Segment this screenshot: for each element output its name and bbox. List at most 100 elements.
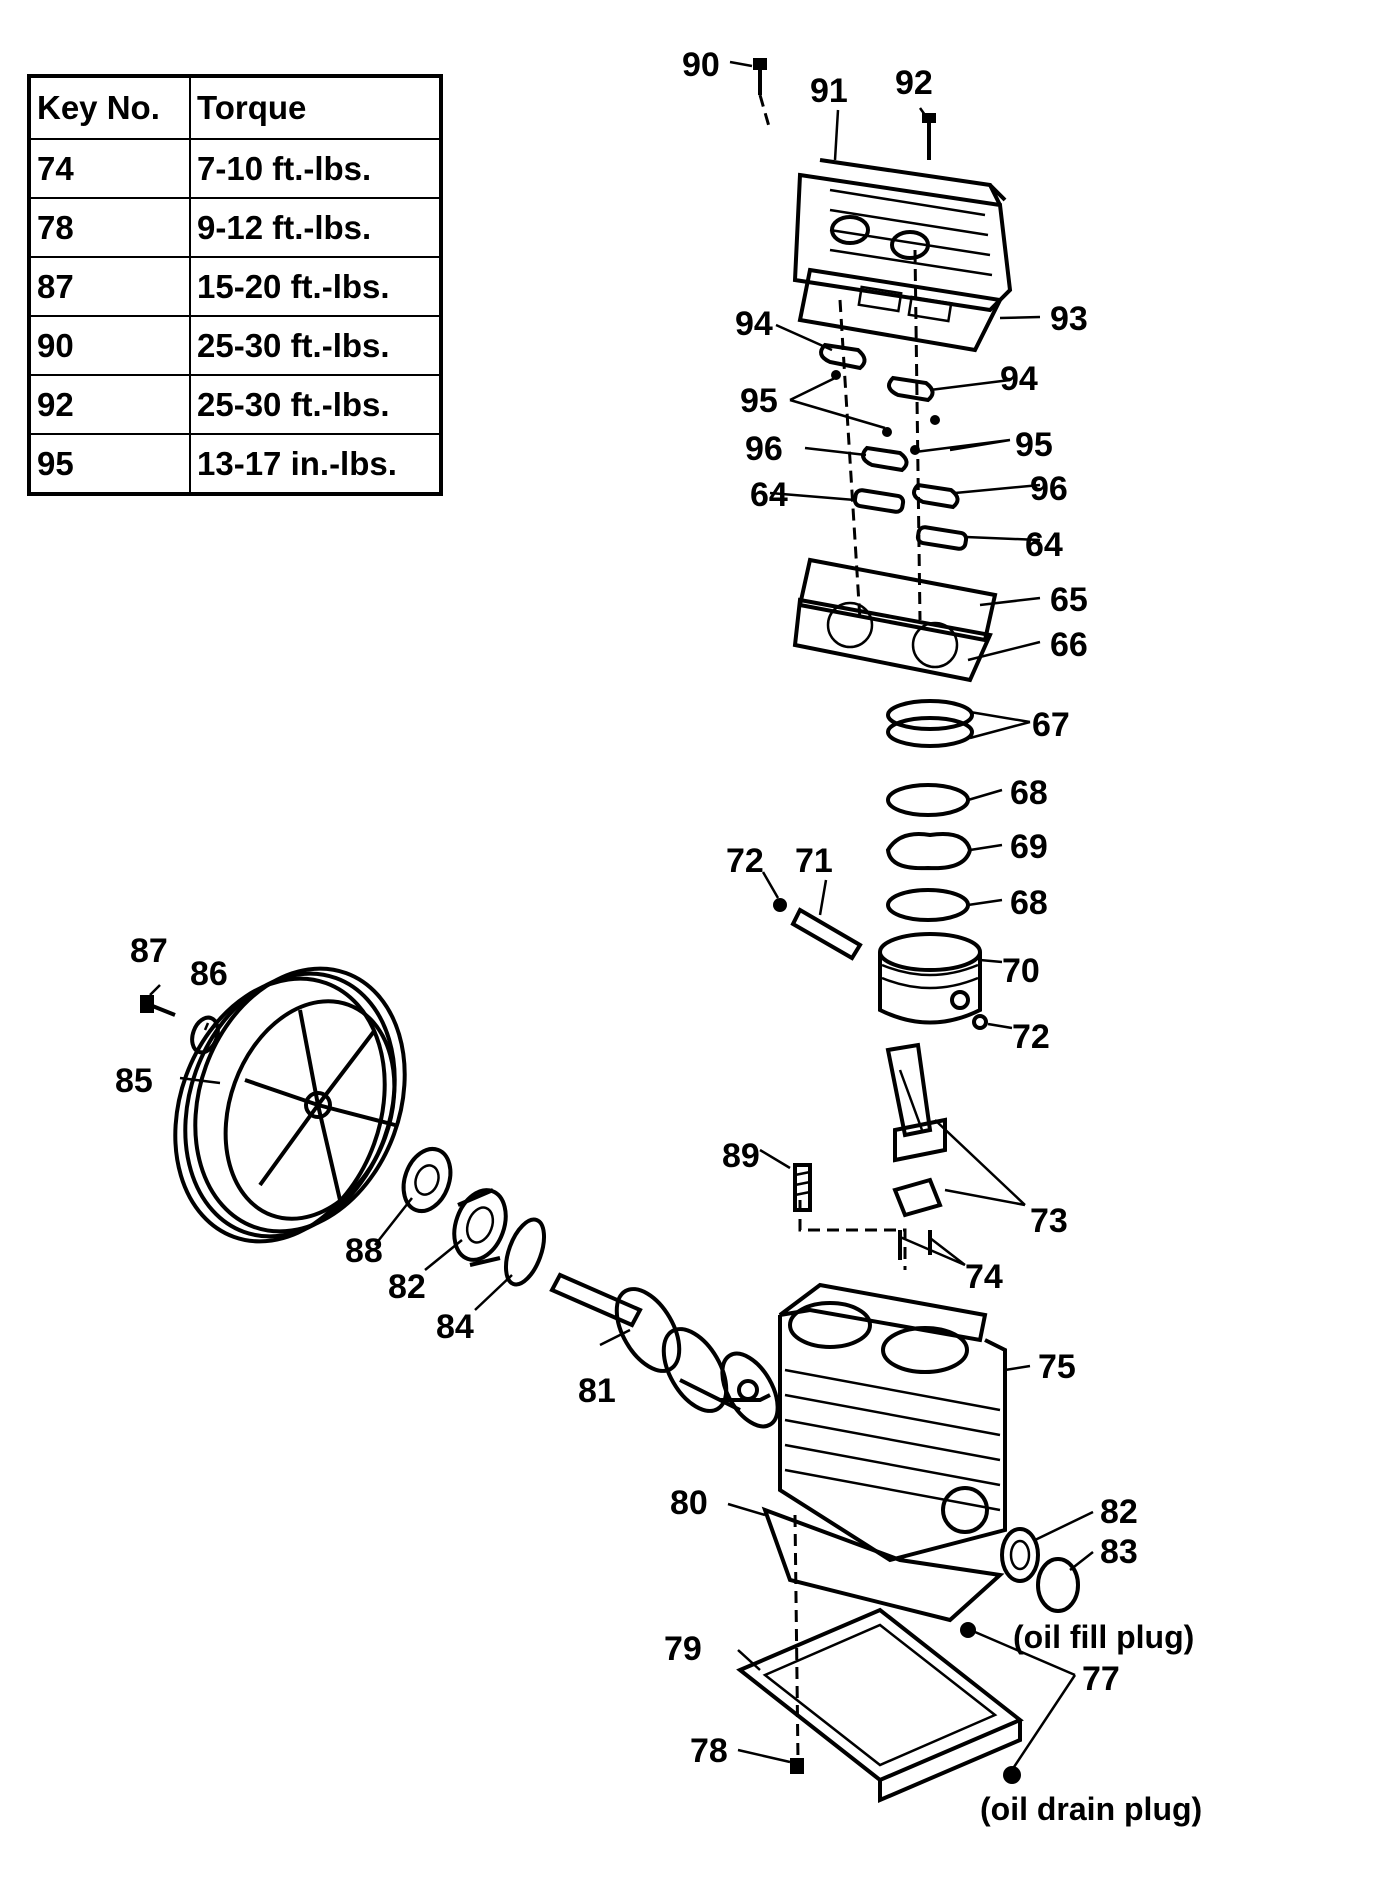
callout-77: 77 <box>1082 1660 1120 1698</box>
bolt-87 <box>140 995 176 1017</box>
callout-72-right: 72 <box>1012 1018 1050 1056</box>
oil-drain-note: (oil drain plug) <box>980 1791 1202 1827</box>
piston <box>878 932 982 1025</box>
head-gasket <box>797 267 1004 353</box>
washer-86 <box>190 1015 220 1055</box>
base-dashed-line <box>793 1514 800 1761</box>
gasket-port <box>907 295 953 323</box>
callout-85: 85 <box>115 1062 153 1100</box>
valve-94-right <box>887 375 935 403</box>
clip-72 <box>972 1014 988 1030</box>
base-plate <box>736 1607 1024 1804</box>
bolt-dashed-line <box>798 1200 907 1270</box>
callout-82-left: 82 <box>388 1268 426 1306</box>
piston-ring-67 <box>886 699 974 731</box>
key-cell: 95 <box>28 433 191 495</box>
torque-cell: 25-30 ft.-lbs. <box>189 315 442 376</box>
seal-84 <box>503 1217 547 1287</box>
cylinder-head <box>792 158 1013 313</box>
valve-96-left <box>861 445 909 473</box>
bolt-78 <box>790 1758 804 1774</box>
callout-64-right: 64 <box>1025 526 1063 564</box>
seal-82-right-inner <box>1009 1539 1031 1571</box>
screw-95 <box>930 415 940 425</box>
callout-94-right: 94 <box>1000 360 1038 398</box>
callout-68-top: 68 <box>1010 774 1048 812</box>
callout-80: 80 <box>670 1484 708 1522</box>
piston-ring-68b <box>886 888 970 922</box>
callout-75: 75 <box>1038 1348 1076 1386</box>
callout-73: 73 <box>1030 1202 1068 1240</box>
leader-lines <box>149 60 1094 1771</box>
oil-fill-note: (oil fill plug) <box>1013 1619 1194 1655</box>
oil-drain-plug-77 <box>1003 1766 1021 1784</box>
callout-81: 81 <box>578 1372 616 1410</box>
wrist-pin <box>790 907 863 961</box>
cylinder-gasket <box>792 597 993 683</box>
key-cell: 74 <box>28 138 191 199</box>
header-key-no: Key No. <box>28 75 191 140</box>
callout-79: 79 <box>664 1630 702 1668</box>
callout-78: 78 <box>690 1732 728 1770</box>
key-cell: 87 <box>28 256 191 317</box>
callout-65: 65 <box>1050 581 1088 619</box>
valve-64-right <box>915 525 969 551</box>
callout-91: 91 <box>810 72 848 110</box>
head-bolt-92 <box>922 113 936 160</box>
piston-ring-67 <box>886 716 974 748</box>
head-bolt-90 <box>753 58 767 95</box>
torque-cell: 25-30 ft.-lbs. <box>189 374 442 435</box>
table-header-row: Key No. Torque <box>28 75 442 140</box>
gasket-bore <box>911 621 959 669</box>
oil-fill-plug-77 <box>960 1622 976 1638</box>
callout-90: 90 <box>682 46 720 84</box>
connecting-rod <box>885 1042 947 1218</box>
callout-67: 67 <box>1032 706 1070 744</box>
piston-ring-69 <box>885 832 973 871</box>
callout-87: 87 <box>130 932 168 970</box>
callout-66: 66 <box>1050 626 1088 664</box>
callout-86: 86 <box>190 955 228 993</box>
callout-88: 88 <box>345 1232 383 1270</box>
key-cell: 90 <box>28 315 191 376</box>
valve-plate <box>797 557 998 643</box>
plug-83 <box>1036 1557 1080 1613</box>
valve-94-left <box>819 342 867 371</box>
key-cell: 92 <box>28 374 191 435</box>
piston-ring-68 <box>886 783 970 817</box>
callout-92: 92 <box>895 64 933 102</box>
bearing-82-left <box>452 1188 508 1267</box>
valve-64-left <box>852 488 906 514</box>
key-cell: 78 <box>28 197 191 258</box>
torque-cell: 7-10 ft.-lbs. <box>189 138 442 199</box>
callout-82-right: 82 <box>1100 1493 1138 1531</box>
crankcase-gasket <box>761 1506 1005 1623</box>
callout-64-left: 64 <box>750 476 788 514</box>
callout-93: 93 <box>1050 300 1088 338</box>
callout-70: 70 <box>1002 952 1040 990</box>
callout-83: 83 <box>1100 1533 1138 1571</box>
seal-82-right <box>1000 1527 1040 1583</box>
assembly-axis <box>758 94 922 621</box>
callout-96-right: 96 <box>1030 470 1068 508</box>
gasket-bore <box>826 601 874 649</box>
callout-74: 74 <box>965 1258 1003 1296</box>
torque-cell: 15-20 ft.-lbs. <box>189 256 442 317</box>
gasket-port <box>857 285 903 313</box>
callout-68-bottom: 68 <box>1010 884 1048 922</box>
bolt-89 <box>793 1163 812 1212</box>
valve-96-right <box>912 482 960 510</box>
torque-cell: 9-12 ft.-lbs. <box>189 197 442 258</box>
callout-94-left: 94 <box>735 305 773 343</box>
callout-69: 69 <box>1010 828 1048 866</box>
screw-95 <box>882 427 892 437</box>
crankcase <box>778 1282 1007 1563</box>
